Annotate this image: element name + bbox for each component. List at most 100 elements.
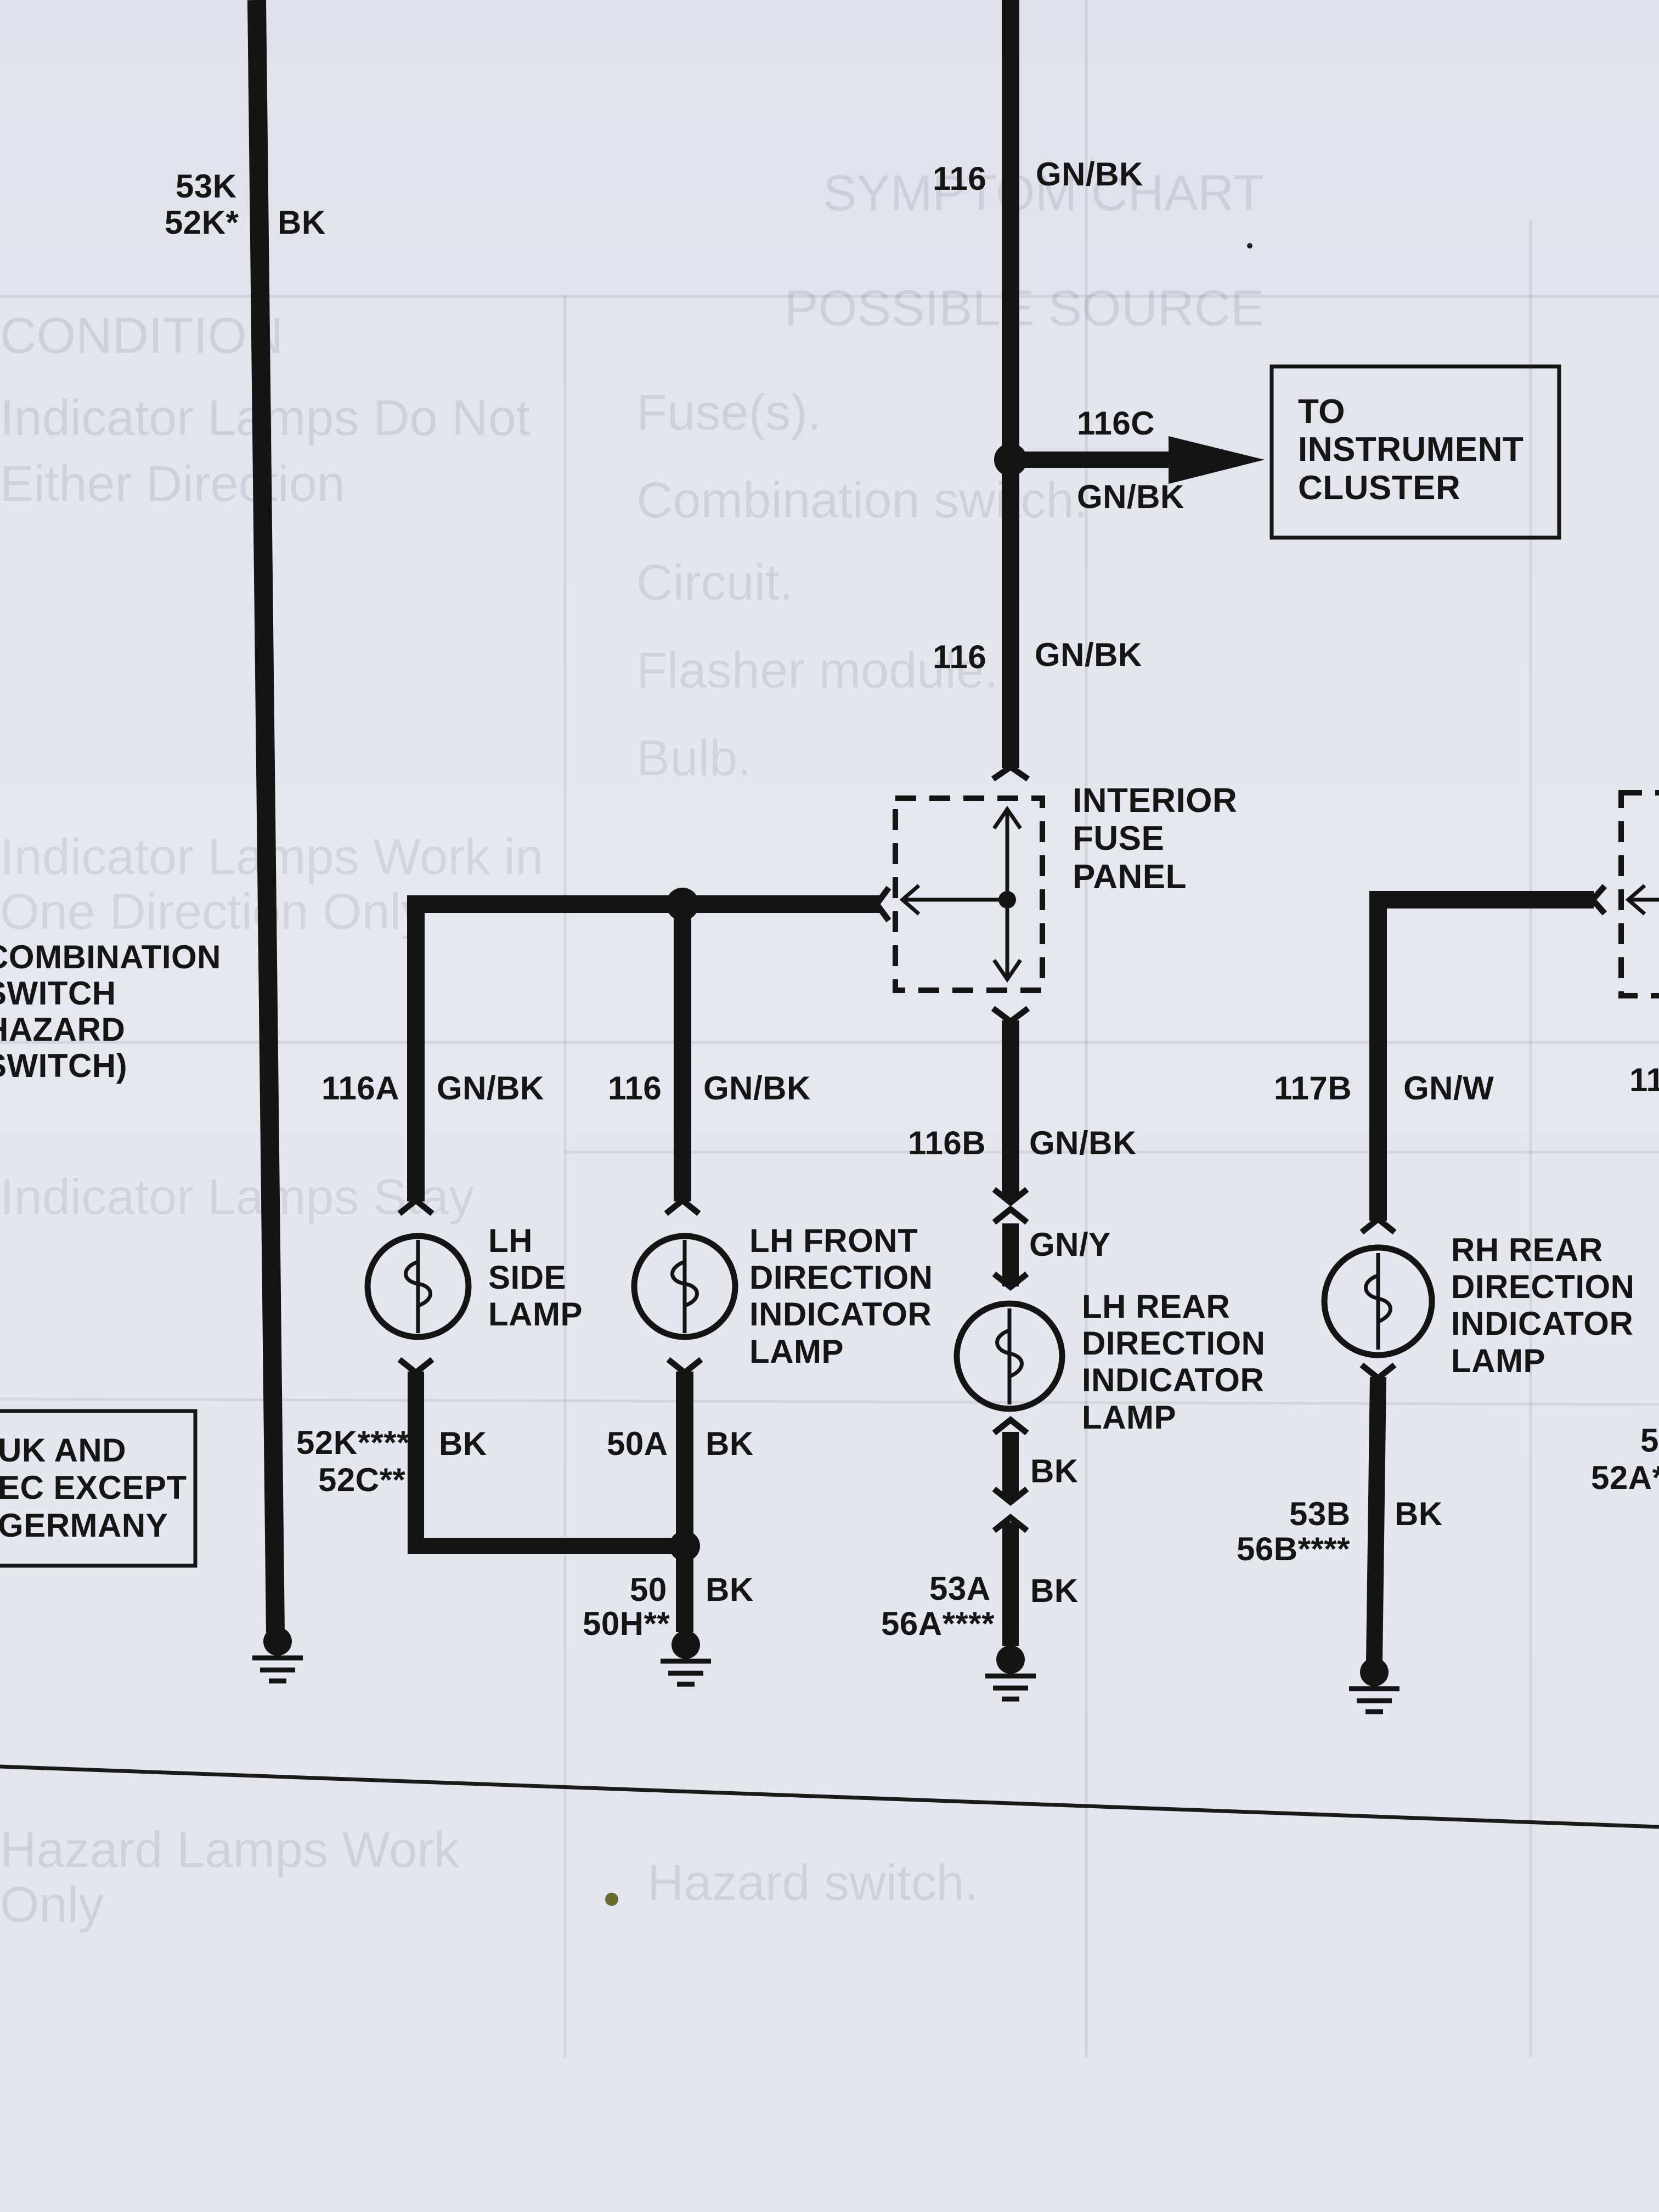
wire-color-50a: BK (706, 1425, 754, 1462)
cluster-line: INSTRUMENT (1298, 431, 1524, 469)
lamp-line: LAMP (488, 1296, 583, 1333)
connector-rear-top (992, 1271, 1029, 1291)
fuse-panel-label: INTERIOR FUSE PANEL (1073, 782, 1237, 896)
wire-color-116-mid: GN/BK (1035, 636, 1142, 673)
connector-side-top (397, 1196, 435, 1216)
wire-color-116-front: GN/BK (703, 1070, 811, 1107)
splice-50 (669, 1531, 700, 1561)
wire-color-rear-bk: BK (1030, 1453, 1079, 1489)
wire-label-50: 50 (630, 1571, 667, 1608)
fuse-panel-line: FUSE (1073, 820, 1165, 858)
lh-rear-lamp (953, 1300, 1065, 1412)
wire-label-116b: 116B (908, 1125, 986, 1161)
lamp-line: DIRECTION (1451, 1268, 1635, 1306)
connector-fuse-in (991, 763, 1030, 782)
wire-53k-ground (247, 0, 285, 1633)
arrow-to-cluster (1169, 436, 1265, 484)
lamp-line: LAMP (1082, 1398, 1176, 1436)
lh-front-lamp-label: LH FRONT DIRECTION INDICATOR LAMP (749, 1222, 933, 1370)
wire-color-53a: BK (1030, 1572, 1079, 1609)
ground-53b (1349, 1658, 1400, 1714)
connector-rear-bk (992, 1415, 1029, 1436)
connector-116b-bottom (992, 1187, 1029, 1207)
fuse-panel-line: PANEL (1073, 857, 1187, 896)
wire-53b (1366, 1376, 1386, 1663)
wire-label-50a: 50A (607, 1425, 668, 1462)
rh-rear-lamp (1321, 1244, 1435, 1358)
ghost-header-left: CONDITION (0, 308, 284, 364)
lamp-line: INDICATOR (1082, 1362, 1265, 1399)
wire-color-116a: GN/BK (437, 1070, 544, 1107)
ground-left (252, 1627, 303, 1684)
cluster-line: CLUSTER (1298, 469, 1461, 507)
paper-speck (1247, 243, 1252, 249)
splice-116c (994, 443, 1027, 476)
market-line: GERMANY (0, 1506, 168, 1544)
wire-label-53a: 53A (929, 1570, 991, 1607)
wire-label-edge-52a: 52A* (1591, 1459, 1659, 1496)
wire-label-116a: 116A (321, 1070, 400, 1107)
lamp-line: DIRECTION (749, 1259, 933, 1296)
lamp-line: LH REAR (1082, 1288, 1231, 1325)
wire-color-116b: GN/BK (1029, 1125, 1137, 1161)
wire-label-116c: 116C (1077, 405, 1155, 442)
market-box (0, 1409, 198, 1568)
ghost-row: Bulb. (636, 730, 752, 786)
wire-label-53b: 53B (1289, 1496, 1351, 1532)
wire-color-bk: BK (278, 204, 326, 241)
wire-color-50: BK (706, 1571, 754, 1608)
ghost-row: Indicator Lamps Stay (0, 1169, 475, 1225)
lh-rear-lamp-label: LH REAR DIRECTION INDICATOR LAMP (1082, 1288, 1266, 1436)
lamp-line: LH (488, 1222, 533, 1259)
ghost-header-mid: SYMPTOM CHART (823, 165, 1265, 221)
wire-color-53b: BK (1395, 1496, 1443, 1532)
lamp-line: INDICATOR (1451, 1305, 1634, 1342)
lamp-line: RH REAR (1451, 1232, 1603, 1268)
connector-gny-top (992, 1205, 1029, 1225)
wire-label-52k-side: 52K**** (296, 1424, 410, 1461)
ghost-row: Circuit. (636, 555, 794, 611)
market-line: UK AND (0, 1432, 127, 1469)
wire-label-edge-5: 5 (1640, 1422, 1659, 1459)
switch-line: COMBINATION (0, 939, 222, 975)
cluster-line: TO (1298, 393, 1345, 431)
wire-label-116-front: 116 (608, 1070, 662, 1107)
ghost-row: Flasher module. (636, 642, 998, 698)
wire-label-52c: 52C** (318, 1462, 406, 1498)
lh-side-lamp (364, 1233, 472, 1340)
ground-53a (985, 1645, 1036, 1702)
fuse-panel-line: INTERIOR (1073, 782, 1238, 820)
connector-front-top (664, 1196, 701, 1216)
connector-fuse-out (991, 1006, 1030, 1025)
wire-color-side-ground: BK (439, 1425, 487, 1462)
switch-line: SWITCH) (0, 1047, 128, 1084)
rh-fuse-panel-edge (1618, 790, 1659, 998)
wire-color-gny: GN/Y (1029, 1226, 1111, 1263)
lamp-line: LAMP (749, 1333, 844, 1370)
cluster-box-label: TO INSTRUMENT CLUSTER (1298, 393, 1523, 507)
wire-label-117b: 117B (1274, 1070, 1352, 1107)
ghost-row: One Direction Only (0, 884, 427, 940)
ghost-row: Hazard Lamps Work (0, 1822, 459, 1878)
instrument-cluster-box (1269, 364, 1561, 540)
switch-line: SWITCH (0, 975, 116, 1012)
wire-color-116c: GN/BK (1077, 478, 1184, 515)
connector-rear-bk-bottom (992, 1486, 1029, 1506)
market-line: EC EXCEPT (0, 1469, 187, 1506)
ghost-row: Fuse(s). (636, 385, 822, 441)
connector-front-bottom (666, 1357, 703, 1377)
wire-label-53k: 53K (176, 168, 237, 205)
page-separator-line (0, 1764, 1659, 1829)
lh-front-lamp (631, 1233, 738, 1340)
ground-50 (661, 1630, 711, 1687)
lamp-line: LH FRONT (749, 1222, 918, 1259)
lamp-line: LAMP (1451, 1342, 1545, 1379)
ghost-row: Only (0, 1877, 104, 1933)
wire-52k-side-ground (408, 1372, 685, 1554)
wire-label-52k: 52K* (165, 204, 239, 241)
paper-speck (605, 1893, 618, 1906)
wire-label-116-mid: 116 (933, 639, 987, 675)
ghost-row: Hazard switch. (647, 1855, 979, 1911)
